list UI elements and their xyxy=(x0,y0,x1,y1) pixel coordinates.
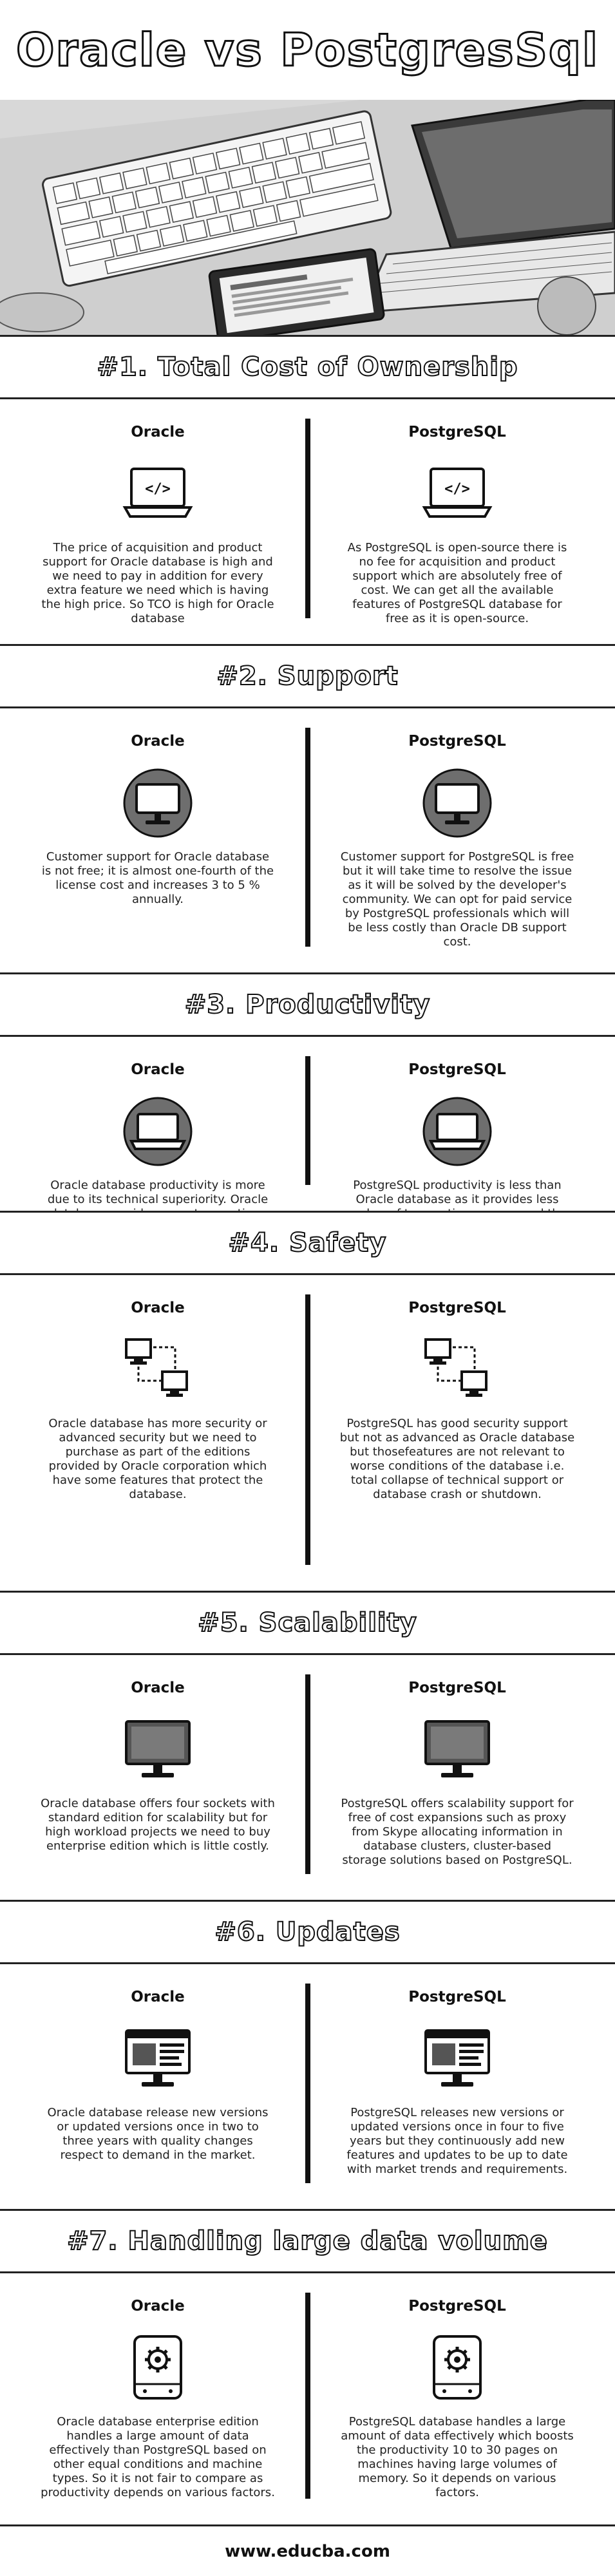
section-heading: #1. Total Cost of Ownership xyxy=(96,352,518,383)
section-header: #6. Updates xyxy=(0,1900,615,1964)
postgresql-description: PostgreSQL database handles a large amou… xyxy=(341,2415,574,2499)
postgresql-column-title: PostgreSQL xyxy=(408,2298,506,2315)
oracle-description: Oracle database release new versions or … xyxy=(47,2106,269,2162)
column-divider xyxy=(305,419,310,618)
monitor-icon xyxy=(422,1714,493,1785)
oracle-column: Oracle </> The price of acquisition and pr… xyxy=(26,399,290,626)
laptop-circle-icon xyxy=(122,1096,193,1167)
oracle-description: Oracle database has more security or adv… xyxy=(48,1417,267,1501)
oracle-column-title: Oracle xyxy=(131,733,185,750)
section-header: #4. Safety xyxy=(0,1211,615,1275)
laptop-code-icon: </> xyxy=(422,459,493,529)
postgresql-column: PostgreSQL </> As PostgreSQL is open-sourc… xyxy=(325,399,589,626)
page-title: Oracle vs PostgresSql xyxy=(15,23,600,77)
postgresql-description: PostgreSQL releases new versions or upda… xyxy=(346,2106,568,2176)
monitor-icon xyxy=(122,1714,193,1785)
oracle-description: Customer support for Oracle database is … xyxy=(41,850,274,906)
oracle-description: Oracle database enterprise edition handl… xyxy=(41,2415,275,2499)
keyboard-laptop-illustration xyxy=(0,100,615,335)
postgresql-column: PostgreSQL PostgreSQL has good security s… xyxy=(325,1275,589,1502)
section-heading: #6. Updates xyxy=(214,1917,401,1947)
monitor-window-icon xyxy=(122,2023,193,2094)
oracle-description: Oracle database offers four sockets with… xyxy=(41,1797,275,1853)
column-divider xyxy=(305,1674,310,1874)
postgresql-column-title: PostgreSQL xyxy=(408,733,506,750)
section-body: Oracle </> The price of acquisition and pr… xyxy=(0,399,615,644)
section-header: #5. Scalability xyxy=(0,1591,615,1655)
section-heading: #3. Productivity xyxy=(184,989,431,1020)
network-computers-icon xyxy=(422,1334,493,1405)
section-heading: #2. Support xyxy=(216,661,399,692)
postgresql-column-title: PostgreSQL xyxy=(408,424,506,440)
postgresql-description: PostgreSQL offers scalability support fo… xyxy=(341,1797,574,1867)
postgresql-column-title: PostgreSQL xyxy=(408,1989,506,2005)
oracle-column-title: Oracle xyxy=(131,2298,185,2315)
column-divider xyxy=(305,728,310,947)
section-header: #3. Productivity xyxy=(0,972,615,1037)
column-divider xyxy=(305,1056,310,1185)
oracle-column-title: Oracle xyxy=(131,1680,185,1696)
section-header: #7. Handling large data volume xyxy=(0,2209,615,2273)
laptop-code-icon: </> xyxy=(122,459,193,529)
network-computers-icon xyxy=(122,1334,193,1405)
postgresql-description: As PostgreSQL is open-source there is no… xyxy=(347,541,567,625)
postgresql-description: Customer support for PostgreSQL is free … xyxy=(340,850,574,949)
section-heading: #5. Scalability xyxy=(197,1607,417,1638)
postgresql-column: PostgreSQL PostgreSQL offers scalability … xyxy=(325,1655,589,1868)
hero-image xyxy=(0,100,615,335)
section-header: #2. Support xyxy=(0,644,615,708)
monitor-circle-icon xyxy=(122,768,193,838)
postgresql-column: PostgreSQL PostgreSQL releases new versio… xyxy=(325,1964,589,2177)
laptop-circle-icon xyxy=(422,1096,493,1167)
svg-text:</>: </> xyxy=(145,481,171,497)
svg-text:</>: </> xyxy=(444,481,470,497)
postgresql-column-title: PostgreSQL xyxy=(408,1300,506,1316)
column-divider xyxy=(305,1984,310,2183)
footer-url[interactable]: www.educba.com xyxy=(225,2541,390,2561)
oracle-description: The price of acquisition and product sup… xyxy=(41,541,274,625)
section-header: #1. Total Cost of Ownership xyxy=(0,335,615,399)
column-divider xyxy=(305,2293,310,2499)
drive-gear-icon xyxy=(422,2333,493,2403)
oracle-column-title: Oracle xyxy=(131,1061,185,1078)
postgresql-column: PostgreSQL PostgreSQL database handles a … xyxy=(325,2273,589,2500)
oracle-column-title: Oracle xyxy=(131,424,185,440)
title-banner: Oracle vs PostgresSql xyxy=(0,0,615,100)
oracle-column-title: Oracle xyxy=(131,1989,185,2005)
drive-gear-icon xyxy=(122,2333,193,2403)
monitor-circle-icon xyxy=(422,768,493,838)
oracle-column-title: Oracle xyxy=(131,1300,185,1316)
postgresql-column-title: PostgreSQL xyxy=(408,1680,506,1696)
section-heading: #7. Handling large data volume xyxy=(66,2226,548,2257)
column-divider xyxy=(305,1294,310,1565)
postgresql-column: PostgreSQL Customer support for PostgreSQ… xyxy=(325,708,589,949)
section-heading: #4. Safety xyxy=(228,1227,387,1258)
postgresql-description: PostgreSQL has good security support but… xyxy=(339,1417,575,1501)
postgresql-column-title: PostgreSQL xyxy=(408,1061,506,1078)
monitor-window-icon xyxy=(422,2023,493,2094)
footer: www.educba.com xyxy=(0,2524,615,2576)
